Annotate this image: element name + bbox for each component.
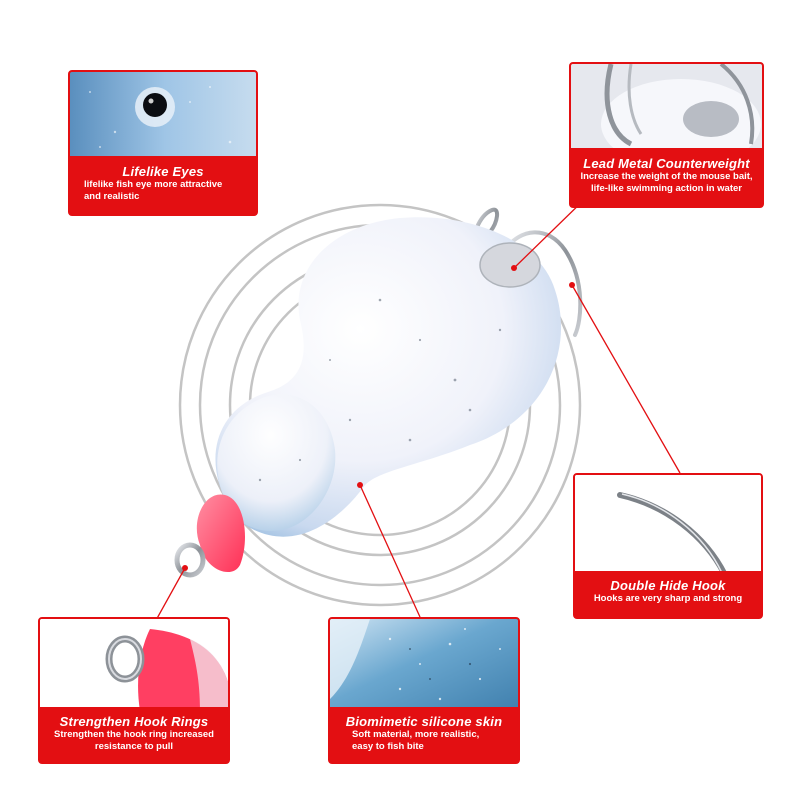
frog-lure-body	[196, 217, 562, 573]
callout-text-panel: Lifelike Eyes lifelike fish eye more att…	[70, 156, 256, 214]
hook-ring-photo	[40, 619, 228, 711]
callout-description: Hooks are very sharp and strong	[593, 593, 743, 604]
callout-description: Increase the weight of the mouse bait,	[580, 171, 753, 182]
callout-text-panel: Strengthen Hook Rings Strengthen the hoo…	[40, 707, 228, 762]
callout-title: Lifelike Eyes	[122, 164, 204, 179]
callout-title: Biomimetic silicone skin	[345, 714, 503, 729]
callout-silicone-skin: Biomimetic silicone skin Soft material, …	[328, 617, 520, 764]
callout-text-panel: Double Hide Hook Hooks are very sharp an…	[575, 571, 761, 617]
counterweight-closeup-photo	[571, 64, 762, 152]
callout-lead-counterweight: Lead Metal Counterweight Increase the we…	[569, 62, 764, 208]
callout-description: and realistic	[84, 191, 140, 202]
hook-ring	[174, 542, 206, 578]
callout-text-panel: Biomimetic silicone skin Soft material, …	[330, 707, 518, 762]
hook-point-photo	[575, 475, 761, 575]
silicone-skin-photo	[330, 619, 518, 711]
callout-hook-rings: Strengthen Hook Rings Strengthen the hoo…	[38, 617, 230, 764]
callout-description: life-like swimming action in water	[591, 183, 742, 194]
callout-title: Lead Metal Counterweight	[583, 156, 750, 171]
callout-text-panel: Lead Metal Counterweight Increase the we…	[571, 148, 762, 206]
callout-double-hide-hook: Double Hide Hook Hooks are very sharp an…	[573, 473, 763, 619]
callout-description: lifelike fish eye more attractive	[84, 179, 223, 190]
callout-description: Strengthen the hook ring increased	[54, 729, 214, 740]
callout-description: resistance to pull	[94, 741, 174, 752]
callout-description: easy to fish bite	[352, 741, 424, 752]
callout-lifelike-eyes: Lifelike Eyes lifelike fish eye more att…	[68, 70, 258, 216]
eye-closeup-photo	[70, 72, 256, 160]
callout-description: Soft material, more realistic,	[352, 729, 480, 740]
callout-title: Strengthen Hook Rings	[59, 714, 209, 729]
callout-title: Double Hide Hook	[610, 578, 726, 593]
